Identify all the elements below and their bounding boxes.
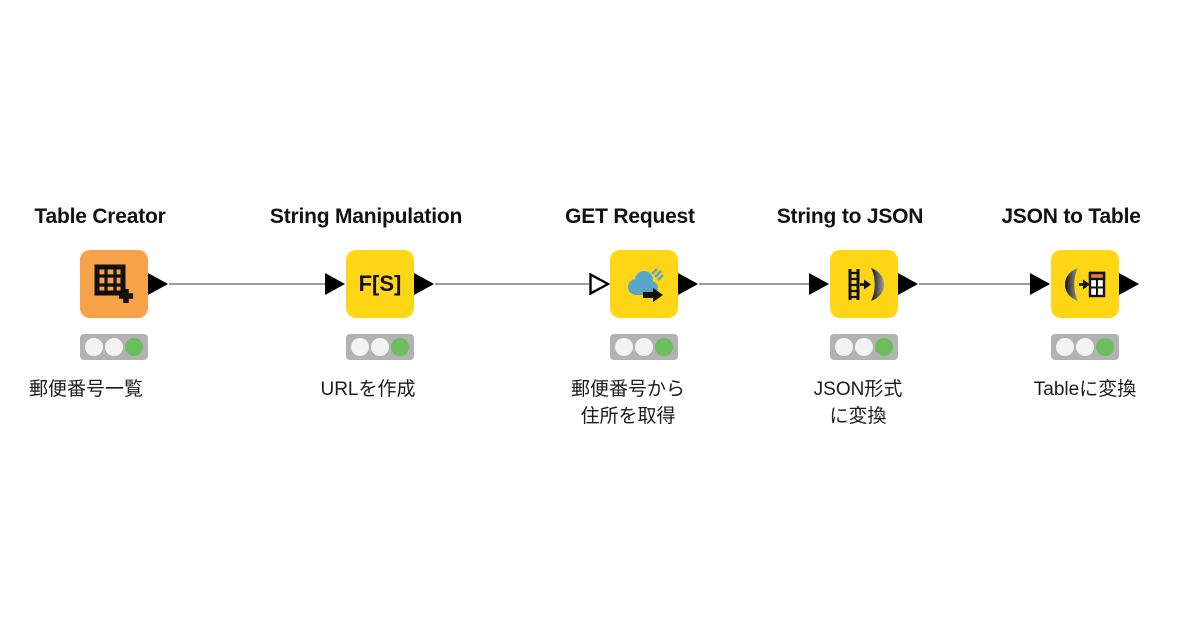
node-body-json-to-table[interactable] [1051, 250, 1119, 318]
input-port-optional[interactable] [589, 272, 611, 296]
annotation-line: 住所を取得 [580, 406, 676, 427]
traffic-light-yellow [855, 338, 873, 356]
traffic-light-red [615, 338, 633, 356]
node-body-string-manipulation[interactable]: F[S] [346, 250, 414, 318]
connection-4[interactable] [919, 283, 1030, 285]
annotation-line: に変換 [829, 406, 887, 427]
input-port[interactable] [325, 273, 346, 295]
input-port[interactable] [1030, 273, 1051, 295]
traffic-light-yellow [371, 338, 389, 356]
f[s]-icon: F[S] [358, 271, 402, 296]
traffic-light-green [1096, 338, 1114, 356]
node-annotation: Tableに変換 [1034, 376, 1136, 403]
traffic-light-yellow [105, 338, 123, 356]
annotation-line: URLを作成 [320, 379, 416, 400]
traffic-light-red [85, 338, 103, 356]
annotation-line: 郵便番号から [570, 379, 686, 400]
node-title: Table Creator [34, 205, 166, 228]
string-to-json-icon [848, 268, 884, 301]
node-body-table-creator[interactable] [80, 250, 148, 318]
connection-1[interactable] [169, 283, 325, 285]
node-body-string-to-json[interactable] [830, 250, 898, 318]
traffic-light-yellow [635, 338, 653, 356]
connection-2[interactable] [435, 283, 589, 285]
annotation-line: Tableに変換 [1033, 379, 1137, 400]
output-port[interactable] [678, 273, 699, 295]
traffic-light [80, 334, 148, 360]
traffic-light [346, 334, 414, 360]
traffic-light [610, 334, 678, 360]
traffic-light-green [875, 338, 893, 356]
node-body-get-request[interactable] [610, 250, 678, 318]
traffic-light-green [125, 338, 143, 356]
annotation-line: 郵便番号一覧 [28, 379, 144, 400]
traffic-light [1051, 334, 1119, 360]
node-title: GET Request [565, 205, 695, 228]
connection-3[interactable] [699, 283, 809, 285]
output-port[interactable] [414, 273, 435, 295]
node-table-creator: Table Creator 郵便番号一覧 [29, 0, 168, 630]
output-port[interactable] [148, 273, 169, 295]
node-annotation: URLを作成 [320, 376, 415, 403]
node-annotation: 郵便番号一覧 [29, 376, 143, 403]
traffic-light-yellow [1076, 338, 1094, 356]
node-get-request: GET Request [565, 0, 698, 630]
node-annotation: JSON形式 に変換 [814, 376, 903, 430]
traffic-light-green [391, 338, 409, 356]
node-title: String to JSON [776, 205, 924, 228]
table-plus-icon [94, 264, 133, 303]
traffic-light-red [1056, 338, 1074, 356]
traffic-light-red [835, 338, 853, 356]
traffic-light-green [655, 338, 673, 356]
node-string-to-json: String to JSON JSON形式 [777, 0, 924, 630]
node-json-to-table: JSON to Table Tab [1001, 0, 1141, 630]
input-port[interactable] [809, 273, 830, 295]
traffic-light [830, 334, 898, 360]
node-title: String Manipulation [269, 205, 463, 228]
traffic-light-red [351, 338, 369, 356]
node-annotation: 郵便番号から 住所を取得 [571, 376, 685, 430]
output-port[interactable] [1119, 273, 1140, 295]
json-to-table-icon [1065, 268, 1106, 301]
cloud-arrow-icon [628, 268, 664, 302]
output-port[interactable] [898, 273, 919, 295]
node-string-manipulation: String Manipulation F[S] URLを作成 [270, 0, 462, 630]
node-title: JSON to Table [1001, 205, 1141, 228]
annotation-line: JSON形式 [813, 379, 903, 400]
